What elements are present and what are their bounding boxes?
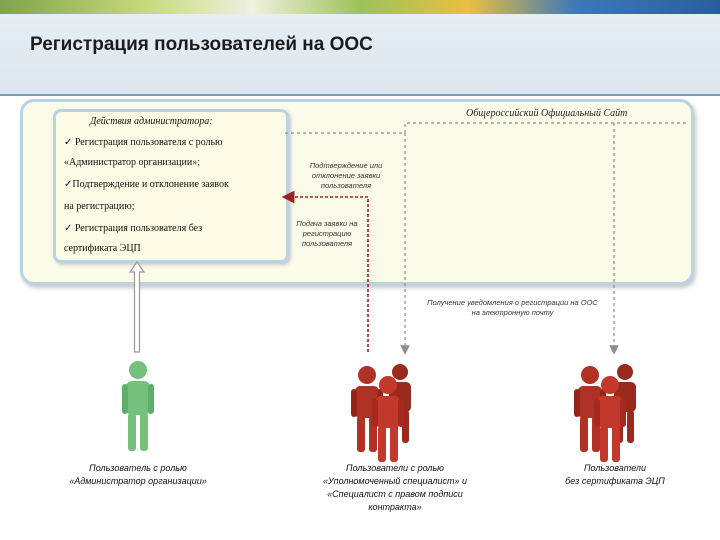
admin-action-line: сертификата ЭЦП <box>64 243 141 254</box>
admin-action-line: ✓ Регистрация пользователя с ролью <box>64 137 223 148</box>
specialists-caption: Пользователи с ролью «Уполномоченный спе… <box>322 463 468 512</box>
page-title: Регистрация пользователей на ООС <box>30 34 373 55</box>
registration-request-arrow <box>281 190 369 352</box>
confirm-reject-label: Подтверждение или отклонение заявки поль… <box>309 161 383 190</box>
no-cert-user-figures <box>574 364 636 462</box>
no-cert-caption: Пользователи без сертификата ЭЦП <box>565 463 665 486</box>
notification-label: Получение уведомления о регистрации на О… <box>427 298 598 317</box>
specialists-user-figures <box>351 364 411 462</box>
registration-request-label: Подача заявки на регистрацию пользовател… <box>296 219 358 248</box>
admin-to-site-connector <box>285 122 688 134</box>
admin-actions-box: Действия администратора: ✓ Регистрация п… <box>53 109 289 263</box>
admin-actions-heading: Действия администратора: <box>90 116 213 127</box>
admin-user-caption: Пользователь с ролью «Администратор орга… <box>69 463 207 486</box>
title-bar: Регистрация пользователей на ООС <box>0 14 720 96</box>
admin-action-line: ✓ Регистрация пользователя без <box>64 223 203 234</box>
official-site-title: Общероссийский Официальный Сайт <box>466 108 628 119</box>
admin-user-figure <box>122 361 154 451</box>
admin-action-line: «Администратор организации»; <box>64 157 201 168</box>
admin-action-line: на регистрацию; <box>64 201 135 212</box>
decorative-banner <box>0 0 720 14</box>
admin-action-line: ✓Подтверждение и отклонение заявок <box>64 179 229 190</box>
admin-up-arrow <box>128 260 146 353</box>
